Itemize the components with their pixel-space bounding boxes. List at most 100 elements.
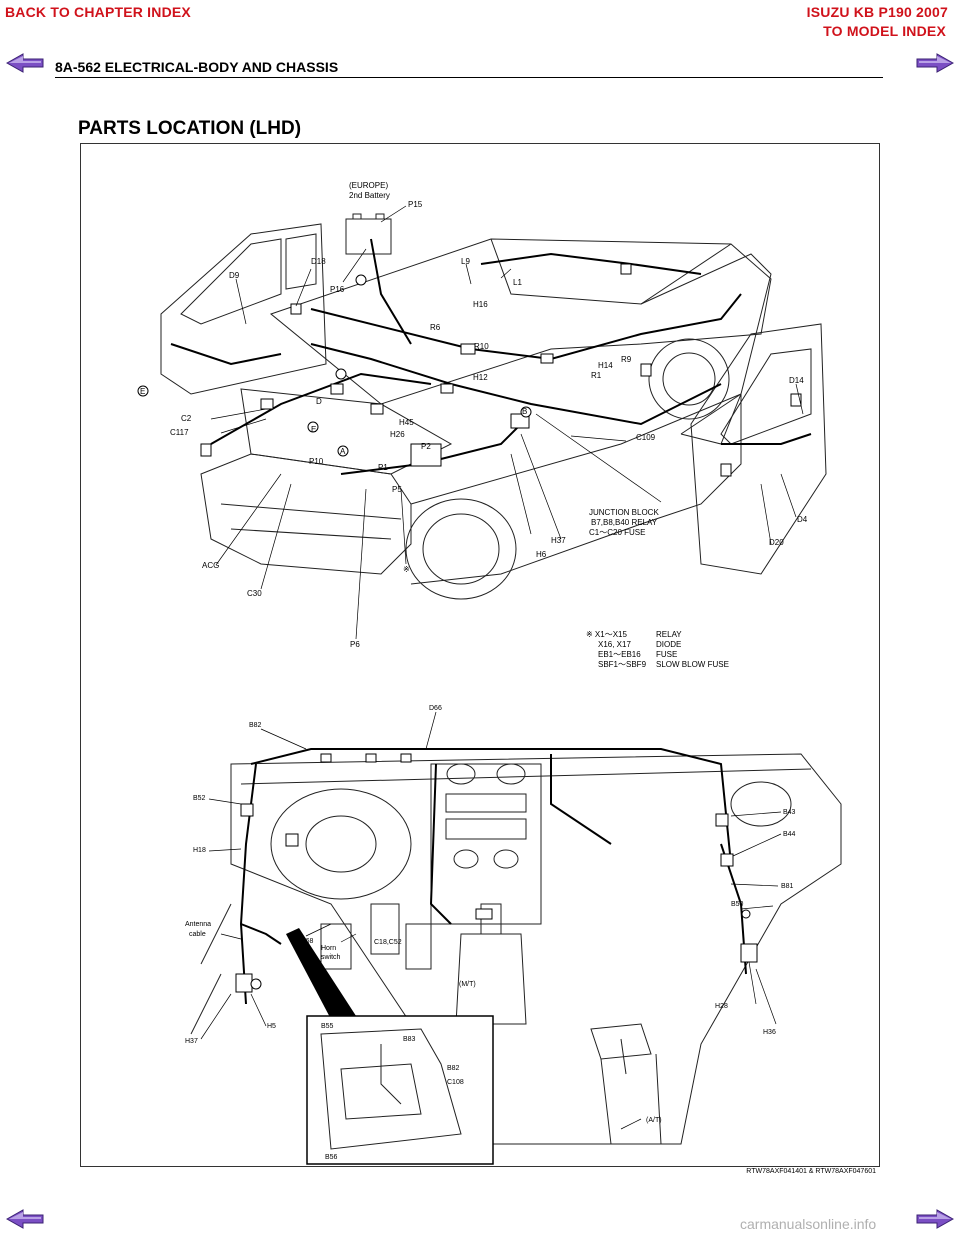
dash-label-mt: (M/T) bbox=[459, 981, 476, 988]
inset-drawing bbox=[320, 1028, 462, 1150]
dash-label-b44: B44 bbox=[783, 831, 796, 838]
label-p2: P2 bbox=[421, 442, 431, 451]
dash-label-b43: B43 bbox=[783, 809, 796, 816]
inset-label-b55: B55 bbox=[321, 1023, 334, 1030]
wiring-harness bbox=[170, 238, 812, 475]
dash-label-h18: H18 bbox=[193, 847, 206, 854]
dash-label-d66: D66 bbox=[429, 705, 442, 712]
section-title: PARTS LOCATION (LHD) bbox=[78, 118, 302, 139]
label-e-1: E bbox=[140, 387, 145, 396]
inset-label-b83: B83 bbox=[403, 1036, 416, 1043]
dash-label-horn: Horn bbox=[321, 945, 336, 952]
dash-label-h5: H5 bbox=[267, 1023, 276, 1030]
to-model-index-link[interactable]: TO MODEL INDEX bbox=[823, 23, 946, 39]
label-l9: L9 bbox=[461, 257, 470, 266]
dash-label-c18-c52: C18,C52 bbox=[374, 939, 402, 946]
legend-desc-2: DIODE bbox=[656, 640, 681, 649]
label-r1: R1 bbox=[591, 371, 602, 380]
dash-label-switch: switch bbox=[321, 954, 341, 961]
battery-note-2: 2nd Battery bbox=[349, 191, 390, 200]
arrow-left-icon[interactable] bbox=[5, 1208, 45, 1230]
figure-reference: RTW78AXF041401 & RTW78AXF047601 bbox=[746, 1168, 876, 1175]
inset-frame bbox=[306, 1015, 494, 1165]
arrow-left-icon[interactable] bbox=[5, 52, 45, 74]
wiring-diagram: (EUROPE) 2nd Battery P15 P16 D9 D18 L9 L… bbox=[137, 181, 842, 1165]
label-acg: ACG bbox=[202, 561, 219, 570]
dash-label-antenna: Antenna bbox=[185, 921, 211, 928]
label-c2: C2 bbox=[181, 414, 192, 423]
header-rule bbox=[55, 77, 883, 78]
inset-label-b82: B82 bbox=[447, 1065, 460, 1072]
label-h6: H6 bbox=[536, 550, 547, 559]
label-a: A bbox=[340, 447, 346, 456]
label-r10: R10 bbox=[474, 342, 489, 351]
dashboard-outline bbox=[190, 753, 842, 1145]
label-b: B bbox=[522, 407, 527, 416]
watermark: carmanualsonline.info bbox=[740, 1216, 877, 1232]
connectors bbox=[137, 263, 802, 477]
legend-desc-4: SLOW BLOW FUSE bbox=[656, 660, 729, 669]
label-p15: P15 bbox=[408, 200, 423, 209]
inset-label-c108: C108 bbox=[447, 1079, 464, 1086]
label-p10: P10 bbox=[309, 457, 324, 466]
legend-code-2: X16, X17 bbox=[598, 640, 631, 649]
leader-lines bbox=[210, 205, 804, 640]
legend-code-1: ※ X1〜X15 bbox=[586, 630, 627, 639]
dash-label-h36: H36 bbox=[763, 1029, 776, 1036]
label-fuses: C1〜C20 FUSE bbox=[589, 528, 645, 537]
label-p6: P6 bbox=[350, 640, 360, 649]
label-d20: D20 bbox=[769, 538, 784, 547]
vehicle-labels: (EUROPE) 2nd Battery P15 P16 D9 D18 L9 L… bbox=[140, 181, 808, 649]
legend-code-3: EB1〜EB16 bbox=[598, 650, 641, 659]
dashboard-labels: B82 D66 B52 H18 Antenna cable B68 Horn s… bbox=[185, 705, 796, 1161]
legend-desc-1: RELAY bbox=[656, 630, 682, 639]
label-junction-block: JUNCTION BLOCK bbox=[589, 508, 659, 517]
label-h26: H26 bbox=[390, 430, 405, 439]
inset-pointer bbox=[286, 928, 371, 1042]
label-r6: R6 bbox=[430, 323, 441, 332]
label-h45: H45 bbox=[399, 418, 414, 427]
label-c109: C109 bbox=[636, 433, 656, 442]
dash-label-at: (A/T) bbox=[646, 1117, 662, 1124]
label-l1: L1 bbox=[513, 278, 522, 287]
page-title: 8A-562 ELECTRICAL-BODY AND CHASSIS bbox=[55, 59, 339, 75]
dash-label-b81: B81 bbox=[781, 883, 794, 890]
battery-note-1: (EUROPE) bbox=[349, 181, 388, 190]
label-h16: H16 bbox=[473, 300, 488, 309]
dash-label-b52: B52 bbox=[193, 795, 206, 802]
dash-label-h28: H28 bbox=[715, 1003, 728, 1010]
label-h12: H12 bbox=[473, 373, 488, 382]
arrow-right-icon[interactable] bbox=[915, 52, 955, 74]
vehicle-outline bbox=[160, 213, 827, 600]
label-h37: H37 bbox=[551, 536, 566, 545]
at-shifter-drawing bbox=[590, 1023, 662, 1145]
legend-desc-3: FUSE bbox=[656, 650, 677, 659]
label-p5: P5 bbox=[392, 485, 402, 494]
label-p16: P16 bbox=[330, 285, 345, 294]
dash-label-b68: B68 bbox=[301, 938, 314, 945]
inset-label-b56: B56 bbox=[325, 1154, 338, 1161]
dash-label-h37: H37 bbox=[185, 1038, 198, 1045]
label-d: D bbox=[316, 397, 322, 406]
legend-code-4: SBF1〜SBF9 bbox=[598, 660, 647, 669]
label-h14: H14 bbox=[598, 361, 613, 370]
dash-label-b50: B50 bbox=[731, 901, 744, 908]
label-c117: C117 bbox=[170, 428, 189, 437]
label-c30: C30 bbox=[247, 589, 262, 598]
label-p1: P1 bbox=[378, 463, 388, 472]
label-relays: B7,B8,B40 RELAY bbox=[591, 518, 658, 527]
dash-label-cable: cable bbox=[189, 931, 206, 938]
label-d14: D14 bbox=[789, 376, 804, 385]
label-e-2: E bbox=[311, 425, 316, 434]
label-asterisk: ※ bbox=[403, 565, 410, 574]
model-name-link[interactable]: ISUZU KB P190 2007 bbox=[806, 4, 948, 20]
label-d18: D18 bbox=[311, 257, 326, 266]
label-r9: R9 bbox=[621, 355, 632, 364]
back-to-chapter-link[interactable]: BACK TO CHAPTER INDEX bbox=[5, 4, 191, 20]
label-d4: D4 bbox=[797, 515, 808, 524]
dashboard-connectors bbox=[235, 753, 758, 993]
arrow-right-icon[interactable] bbox=[915, 1208, 955, 1230]
dashboard-leaders bbox=[200, 711, 782, 1130]
label-d9: D9 bbox=[229, 271, 240, 280]
diagram-frame: (EUROPE) 2nd Battery P15 P16 D9 D18 L9 L… bbox=[80, 143, 880, 1167]
